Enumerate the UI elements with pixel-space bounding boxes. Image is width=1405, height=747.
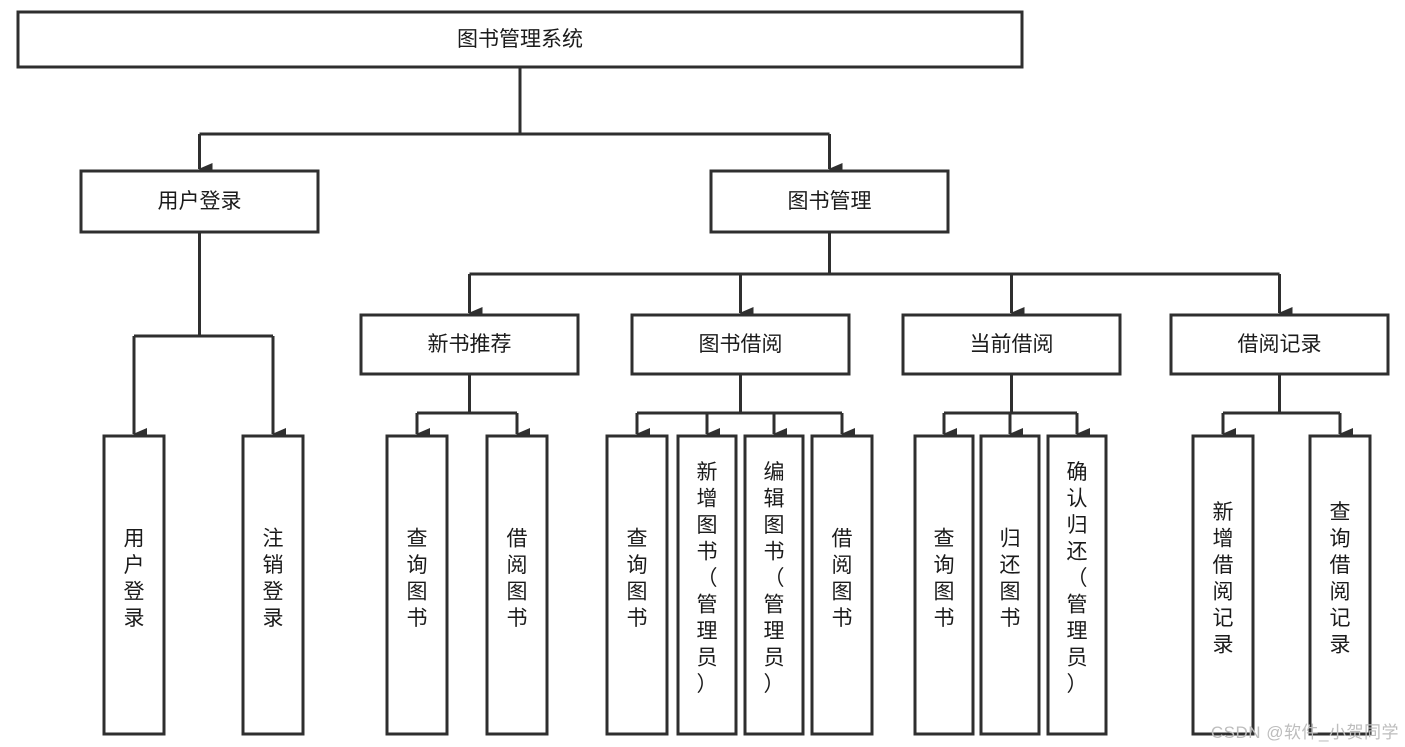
node-leaf-confirm-return-admin[interactable]: 确认归还（管理员）: [1046, 434, 1108, 736]
node-leaf-add-book-admin-box: [676, 434, 738, 736]
node-user-login[interactable]: 用户登录: [79, 169, 320, 234]
node-leaf-borrow-book[interactable]: 借阅图书: [810, 434, 874, 736]
node-user-login-box: [79, 169, 320, 234]
node-leaf-user-login-label: 用户登录: [124, 527, 145, 630]
node-leaf-query-borrow-record-label: 查询借阅记录: [1330, 501, 1351, 657]
node-book-management-label: 图书管理: [788, 190, 872, 213]
node-root[interactable]: 图书管理系统: [16, 10, 1024, 69]
node-new-book-recommend-box: [359, 313, 580, 376]
node-book-management[interactable]: 图书管理: [709, 169, 950, 234]
node-leaf-borrow-book-recommend-label: 借阅图书: [507, 527, 528, 630]
node-leaf-add-book-admin[interactable]: 新增图书（管理员）: [676, 434, 738, 736]
node-leaf-borrow-book-recommend-box: [485, 434, 549, 736]
node-book-borrow-box: [630, 313, 851, 376]
node-borrow-record-label: 借阅记录: [1238, 333, 1322, 356]
connector-layer: [132, 67, 1353, 440]
node-new-book-recommend-label: 新书推荐: [428, 333, 512, 356]
node-leaf-add-book-admin-label: 新增图书（管理员）: [697, 461, 718, 696]
node-leaf-query-book-recommend-box: [385, 434, 449, 736]
node-layer: 图书管理系统用户登录图书管理新书推荐图书借阅当前借阅借阅记录用户登录注销登录查询…: [16, 10, 1390, 736]
node-current-borrow[interactable]: 当前借阅: [901, 313, 1122, 376]
node-leaf-edit-book-admin-label: 编辑图书（管理员）: [764, 461, 785, 696]
node-leaf-return-book[interactable]: 归还图书: [979, 434, 1041, 736]
node-leaf-query-book-current[interactable]: 查询图书: [913, 434, 975, 736]
node-root-label: 图书管理系统: [457, 28, 583, 51]
node-leaf-add-borrow-record-label: 新增借阅记录: [1213, 501, 1234, 657]
node-current-borrow-label: 当前借阅: [970, 333, 1054, 356]
node-leaf-edit-book-admin-box: [743, 434, 805, 736]
node-leaf-borrow-book-recommend[interactable]: 借阅图书: [485, 434, 549, 736]
node-leaf-query-book-current-label: 查询图书: [934, 527, 955, 630]
node-current-borrow-box: [901, 313, 1122, 376]
node-new-book-recommend[interactable]: 新书推荐: [359, 313, 580, 376]
node-leaf-query-book-recommend-label: 查询图书: [407, 527, 428, 630]
node-borrow-record[interactable]: 借阅记录: [1169, 313, 1390, 376]
node-leaf-add-borrow-record-box: [1191, 434, 1255, 736]
node-leaf-query-borrow-record-box: [1308, 434, 1372, 736]
node-root-box: [16, 10, 1024, 69]
node-borrow-record-box: [1169, 313, 1390, 376]
node-leaf-logout[interactable]: 注销登录: [241, 434, 305, 736]
node-book-borrow[interactable]: 图书借阅: [630, 313, 851, 376]
node-leaf-return-book-box: [979, 434, 1041, 736]
node-leaf-add-borrow-record[interactable]: 新增借阅记录: [1191, 434, 1255, 736]
node-leaf-query-book-recommend[interactable]: 查询图书: [385, 434, 449, 736]
node-leaf-query-book-borrow-label: 查询图书: [627, 527, 648, 630]
node-leaf-query-book-current-box: [913, 434, 975, 736]
node-book-borrow-label: 图书借阅: [699, 333, 783, 356]
node-leaf-user-login[interactable]: 用户登录: [102, 434, 166, 736]
node-leaf-logout-label: 注销登录: [263, 527, 284, 630]
node-book-management-box: [709, 169, 950, 234]
node-leaf-edit-book-admin[interactable]: 编辑图书（管理员）: [743, 434, 805, 736]
node-leaf-logout-box: [241, 434, 305, 736]
node-leaf-borrow-book-label: 借阅图书: [832, 527, 853, 630]
node-leaf-user-login-box: [102, 434, 166, 736]
node-leaf-return-book-label: 归还图书: [1000, 527, 1021, 630]
node-leaf-query-borrow-record[interactable]: 查询借阅记录: [1308, 434, 1372, 736]
node-leaf-confirm-return-admin-label: 确认归还（管理员）: [1067, 461, 1088, 696]
node-user-login-label: 用户登录: [158, 190, 242, 213]
node-leaf-query-book-borrow-box: [605, 434, 669, 736]
node-leaf-borrow-book-box: [810, 434, 874, 736]
node-leaf-confirm-return-admin-box: [1046, 434, 1108, 736]
node-leaf-query-book-borrow[interactable]: 查询图书: [605, 434, 669, 736]
